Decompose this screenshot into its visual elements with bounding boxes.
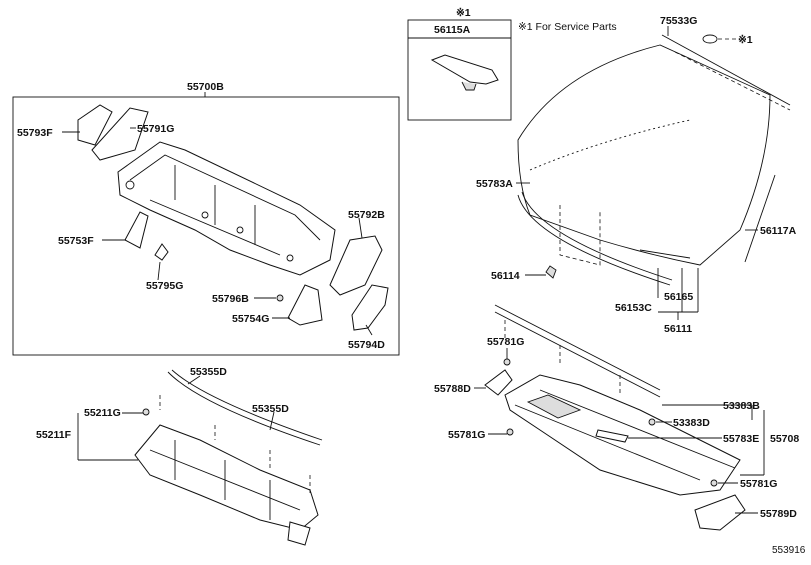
label-55754g: 55754G [232,313,269,325]
seal-53383b-part [494,304,661,391]
cowl-side-panel-part [134,424,319,546]
bracket-55754g-part [287,284,323,326]
label-55708: 55708 [770,433,799,445]
label-75533g: 75533G [660,15,697,27]
molding-56117a-part [744,174,776,263]
label-56114: 56114 [491,270,520,282]
bracket-55794d-part [351,284,389,331]
bracket-55795g-part [154,243,169,261]
label-55753f: 55753F [58,235,94,247]
clip-53383d [648,418,656,426]
label-55794d: 55794D [348,339,385,351]
label-55793f: 55793F [17,127,53,139]
label-55783e: 55783E [723,433,759,445]
bracket-55789d-part [694,494,746,531]
bracket-55753f-part [124,211,149,249]
label-56111: 56111 [664,323,692,335]
label-56165: 56165 [664,291,693,303]
label-55792b: 55792B [348,209,385,221]
label-55781g-a: 55781G [487,336,524,348]
note-mark-2: ※1 [738,34,753,46]
seal-55783e-part [595,429,629,443]
service-parts-note: ※1 For Service Parts [518,21,617,33]
clip-55211g-part [142,408,150,416]
bracket-55791g-part [91,107,149,161]
assembly-box-55700b [12,96,400,356]
label-56115a: 56115A [434,24,471,36]
clip-55781g-b [506,428,514,436]
clip-55796b-part [276,294,284,302]
label-55783a: 55783A [476,178,513,190]
seal-55355d-part [167,371,321,446]
note-mark: ※1 [456,7,471,19]
weatherstrip-56153c-part [517,194,671,286]
label-55788d: 55788D [434,383,471,395]
label-55781g-b: 55781G [448,429,485,441]
label-56117a: 56117A [760,225,797,237]
label-55796b: 55796B [212,293,249,305]
part-56115a-shape [430,54,499,85]
label-55355d-a: 55355D [190,366,227,378]
clip-note-shape [702,34,718,44]
label-55791g: 55791G [137,123,174,135]
cowl-top-panel-part [117,141,336,276]
label-55700b: 55700B [187,81,224,93]
stopper-56114-part [545,265,557,279]
label-55211f: 55211F [36,429,72,441]
clip-55781g-c [710,479,718,487]
bracket-55788d-part [484,369,513,396]
bracket-55793f-part [77,104,113,146]
label-55789d: 55789D [760,508,797,520]
windshield-glass-part [517,44,771,266]
label-56153c: 56153C [615,302,652,314]
label-53383d: 53383D [673,417,710,429]
molding-75533g-part [661,34,791,106]
label-53383b: 53383B [723,400,760,412]
label-55781g-c: 55781G [740,478,777,490]
label-55795g: 55795G [146,280,183,292]
clip-55781g-a [503,358,511,366]
service-part-box [407,19,512,121]
label-55355d-b: 55355D [252,403,289,415]
diagram-id: 553916 [772,545,806,556]
bracket-55792b-part [329,235,383,296]
label-55211g: 55211G [84,407,121,419]
